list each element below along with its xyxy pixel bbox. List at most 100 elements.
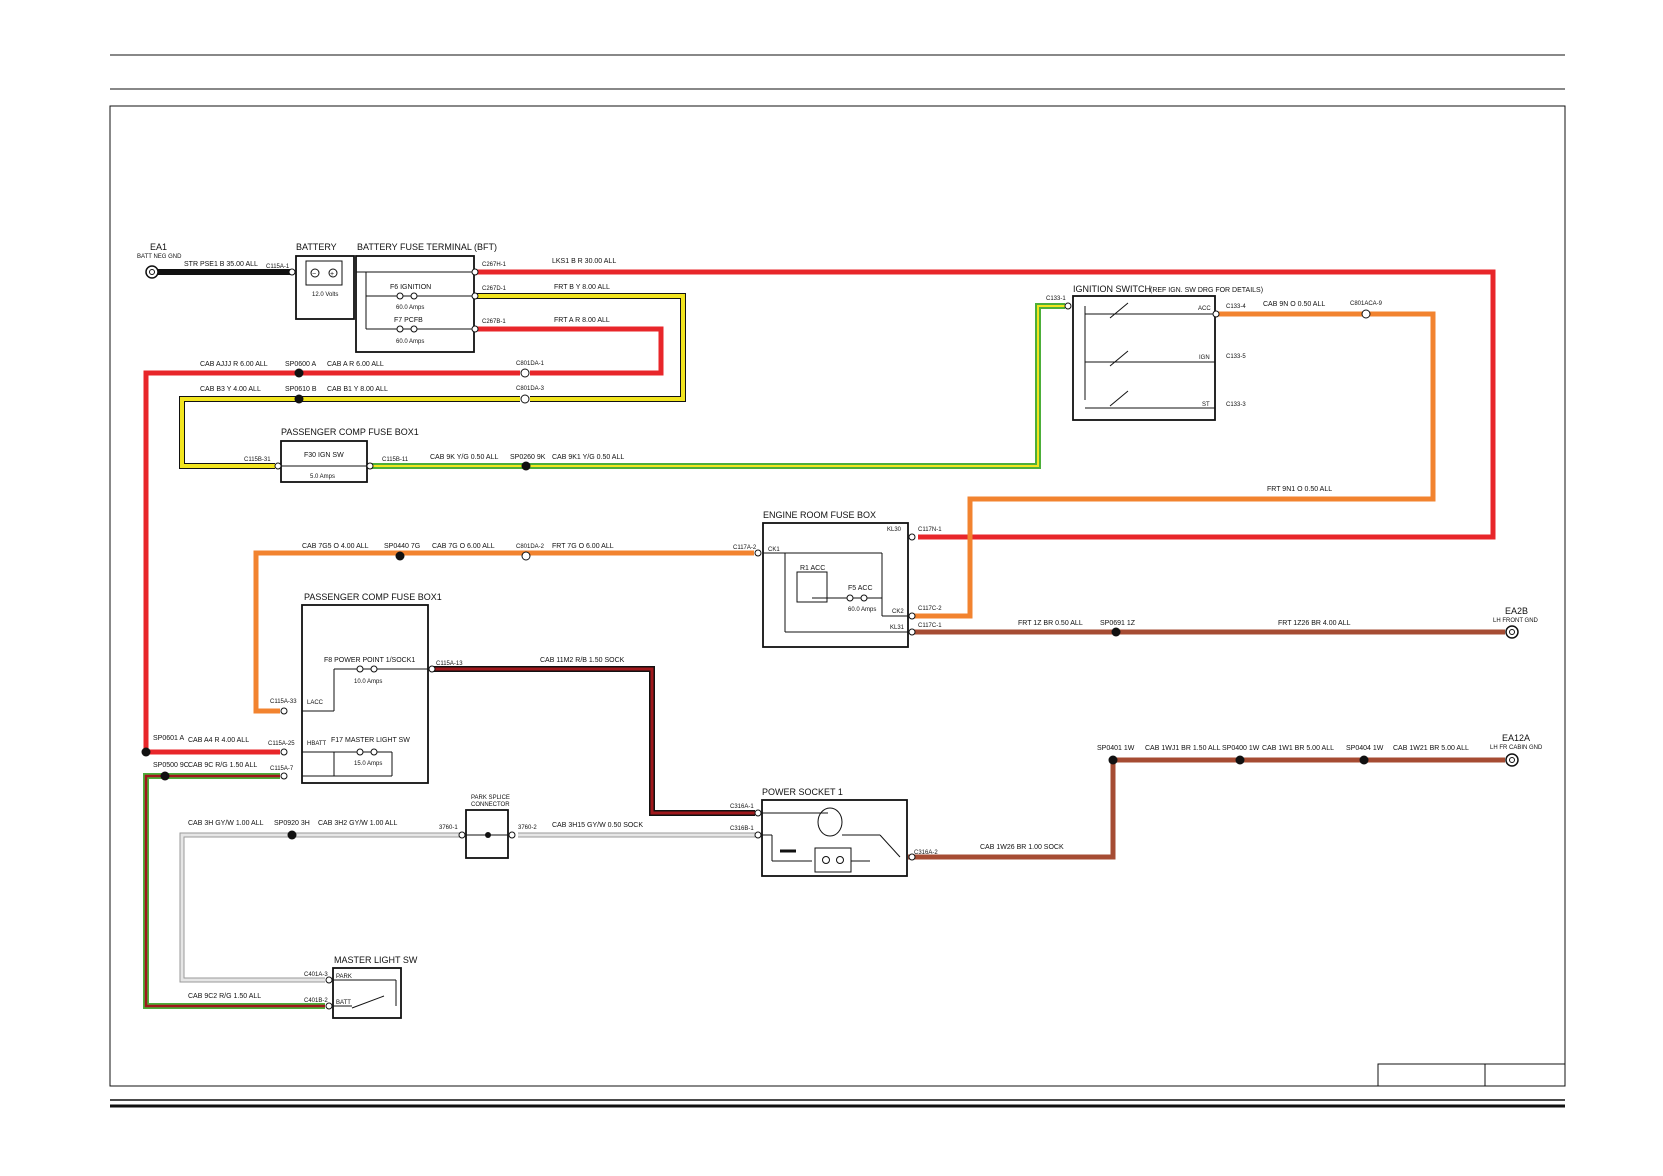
- svg-text:ACC: ACC: [1198, 306, 1211, 312]
- label-ea1-sub: BATT NEG GND: [137, 254, 182, 260]
- svg-text:HBATT: HBATT: [307, 741, 327, 747]
- svg-text:CAB 7G5 O 4.00 ALL: CAB 7G5 O 4.00 ALL: [302, 543, 369, 550]
- svg-text:C115A-25: C115A-25: [268, 741, 295, 747]
- label-f5: F5 ACC: [848, 585, 873, 592]
- svg-text:SP0404 1W: SP0404 1W: [1346, 745, 1384, 752]
- terminal-rings: [274, 268, 1371, 1010]
- wire-frt-ar: [475, 326, 664, 376]
- page-frame: [109, 54, 1566, 1108]
- label-f6: F6 IGNITION: [390, 284, 431, 291]
- wire-labels: STR PSE1 B 35.00 ALL LKS1 B R 30.00 ALL …: [153, 258, 1469, 1000]
- svg-text:CAB 11M2 R/B 1.50 SOCK: CAB 11M2 R/B 1.50 SOCK: [540, 657, 625, 664]
- label-battery: BATTERY: [296, 242, 337, 252]
- park-splice-connector: PARK SPLICE CONNECTOR: [465, 795, 510, 859]
- svg-text:C801DA-3: C801DA-3: [516, 386, 545, 392]
- battery-fuse-terminal: BATTERY FUSE TERMINAL (BFT) F6 IGNITION …: [355, 242, 497, 353]
- svg-text:ST: ST: [1202, 402, 1210, 408]
- svg-text:C133-5: C133-5: [1226, 354, 1246, 360]
- wire-1w: [908, 757, 1505, 860]
- ignition-switch: IGNITION SWITCH (REF IGN. SW DRG FOR DET…: [1072, 284, 1263, 421]
- svg-text:SP0500 9C: SP0500 9C: [153, 762, 189, 769]
- svg-text:CK1: CK1: [768, 547, 780, 553]
- svg-text:SP0920 3H: SP0920 3H: [274, 820, 310, 827]
- label-erfb: ENGINE ROOM FUSE BOX: [763, 510, 876, 520]
- svg-text:FRT 1Z26 BR 4.00 ALL: FRT 1Z26 BR 4.00 ALL: [1278, 620, 1351, 627]
- svg-text:C267B-1: C267B-1: [482, 319, 506, 325]
- svg-text:FRT A R 8.00 ALL: FRT A R 8.00 ALL: [554, 317, 610, 324]
- svg-text:C267D-1: C267D-1: [482, 286, 507, 292]
- svg-text:C801ACA-9: C801ACA-9: [1350, 301, 1383, 307]
- svg-text:C115A-33: C115A-33: [270, 699, 297, 705]
- svg-text:CAB 9C2 R/G 1.50 ALL: CAB 9C2 R/G 1.50 ALL: [188, 993, 261, 1000]
- svg-text:CAB 7G O 6.00 ALL: CAB 7G O 6.00 ALL: [432, 543, 495, 550]
- svg-text:C267H-1: C267H-1: [482, 262, 507, 268]
- svg-text:C316A-2: C316A-2: [914, 850, 938, 856]
- wire-9n: [913, 311, 1436, 619]
- ground-ea2b: EA2B LH FRONT GND: [1493, 606, 1539, 639]
- svg-text:SP0401 1W: SP0401 1W: [1097, 745, 1135, 752]
- svg-text:3760-1: 3760-1: [439, 825, 458, 831]
- label-bft: BATTERY FUSE TERMINAL (BFT): [357, 242, 497, 252]
- battery: BATTERY 12.0 Volts − +: [295, 242, 355, 320]
- svg-text:KL31: KL31: [890, 625, 905, 631]
- splice-sp0691: [1111, 627, 1121, 637]
- svg-text:C401A-3: C401A-3: [304, 972, 328, 978]
- master-light-switch: MASTER LIGHT SW PARK BATT: [332, 955, 418, 1019]
- svg-text:C115B-11: C115B-11: [382, 457, 409, 463]
- label-ea2b: EA2B: [1505, 606, 1528, 616]
- svg-text:CAB 1W1 BR 5.00 ALL: CAB 1W1 BR 5.00 ALL: [1262, 745, 1334, 752]
- ground-ea12a: EA12A LH FR CABIN GND: [1490, 733, 1543, 767]
- label-wire-str: STR PSE1 B 35.00 ALL: [184, 261, 258, 268]
- label-f30: F30 IGN SW: [304, 452, 344, 459]
- svg-text:60.0 Amps: 60.0 Amps: [396, 305, 424, 311]
- passenger-comp-fuse-box: PASSENGER COMP FUSE BOX1 F8 POWER POINT …: [301, 592, 442, 784]
- svg-text:FRT B Y 8.00 ALL: FRT B Y 8.00 ALL: [554, 284, 610, 291]
- svg-text:C801DA-2: C801DA-2: [516, 544, 545, 550]
- splice-sp0500: [160, 771, 170, 781]
- svg-text:SP0260 9K: SP0260 9K: [510, 454, 546, 461]
- wire-9c: [143, 773, 325, 1009]
- svg-text:C115A-1: C115A-1: [266, 264, 290, 270]
- svg-text:SP0610 B: SP0610 B: [285, 386, 317, 393]
- svg-text:C117C-2: C117C-2: [918, 606, 942, 612]
- svg-text:C133-4: C133-4: [1226, 304, 1246, 310]
- wires: [143, 269, 1505, 1009]
- svg-text:SP0691 1Z: SP0691 1Z: [1100, 620, 1136, 627]
- splice-sp0601: [141, 747, 151, 757]
- label-ea12a: EA12A: [1502, 733, 1530, 743]
- label-f17: F17 MASTER LIGHT SW: [331, 737, 410, 744]
- svg-text:10.0 Amps: 10.0 Amps: [354, 679, 382, 685]
- label-ea2b-sub: LH FRONT GND: [1493, 618, 1539, 624]
- label-power-socket: POWER SOCKET 1: [762, 787, 843, 797]
- svg-text:PARK: PARK: [336, 974, 352, 980]
- label-wire-lks1: LKS1 B R 30.00 ALL: [552, 258, 616, 265]
- svg-text:CAB 1W21 BR 5.00 ALL: CAB 1W21 BR 5.00 ALL: [1393, 745, 1469, 752]
- svg-text:CAB 3H GY/W 1.00 ALL: CAB 3H GY/W 1.00 ALL: [188, 820, 264, 827]
- svg-text:SP0601 A: SP0601 A: [153, 735, 184, 742]
- svg-text:CAB 9C R/G 1.50 ALL: CAB 9C R/G 1.50 ALL: [188, 762, 257, 769]
- svg-text:SP0440 7G: SP0440 7G: [384, 543, 420, 550]
- splice-sp0404: [1359, 755, 1369, 765]
- svg-text:CAB A4 R 4.00 ALL: CAB A4 R 4.00 ALL: [188, 737, 249, 744]
- svg-text:CAB 9N O 0.50 ALL: CAB 9N O 0.50 ALL: [1263, 301, 1325, 308]
- svg-text:FRT 7G O 6.00 ALL: FRT 7G O 6.00 ALL: [552, 543, 614, 550]
- wire-11m2: [432, 666, 755, 816]
- engine-room-fuse-box: ENGINE ROOM FUSE BOX R1 ACC F5 ACC 60.0 …: [762, 510, 909, 648]
- svg-text:C115B-31: C115B-31: [244, 457, 271, 463]
- svg-text:LACC: LACC: [307, 700, 324, 706]
- label-ign-switch-ref: (REF IGN. SW DRG FOR DETAILS): [1150, 287, 1263, 294]
- svg-text:C316A-1: C316A-1: [730, 804, 754, 810]
- label-ea1: EA1: [150, 242, 167, 252]
- svg-text:SP0400 1W: SP0400 1W: [1222, 745, 1260, 752]
- label-f8: F8 POWER POINT 1/SOCK1: [324, 657, 415, 664]
- svg-text:CAB 9K Y/G 0.50 ALL: CAB 9K Y/G 0.50 ALL: [430, 454, 498, 461]
- splice-sp0440: [395, 551, 405, 561]
- wire-lks1: [475, 269, 1496, 540]
- splice-sp0920: [287, 830, 297, 840]
- svg-text:CAB 9K1 Y/G 0.50 ALL: CAB 9K1 Y/G 0.50 ALL: [552, 454, 624, 461]
- svg-text:+: +: [330, 271, 334, 278]
- svg-text:C133-3: C133-3: [1226, 402, 1246, 408]
- svg-text:C117A-2: C117A-2: [733, 545, 757, 551]
- svg-text:C801DA-1: C801DA-1: [516, 361, 545, 367]
- svg-text:15.0 Amps: 15.0 Amps: [354, 761, 382, 767]
